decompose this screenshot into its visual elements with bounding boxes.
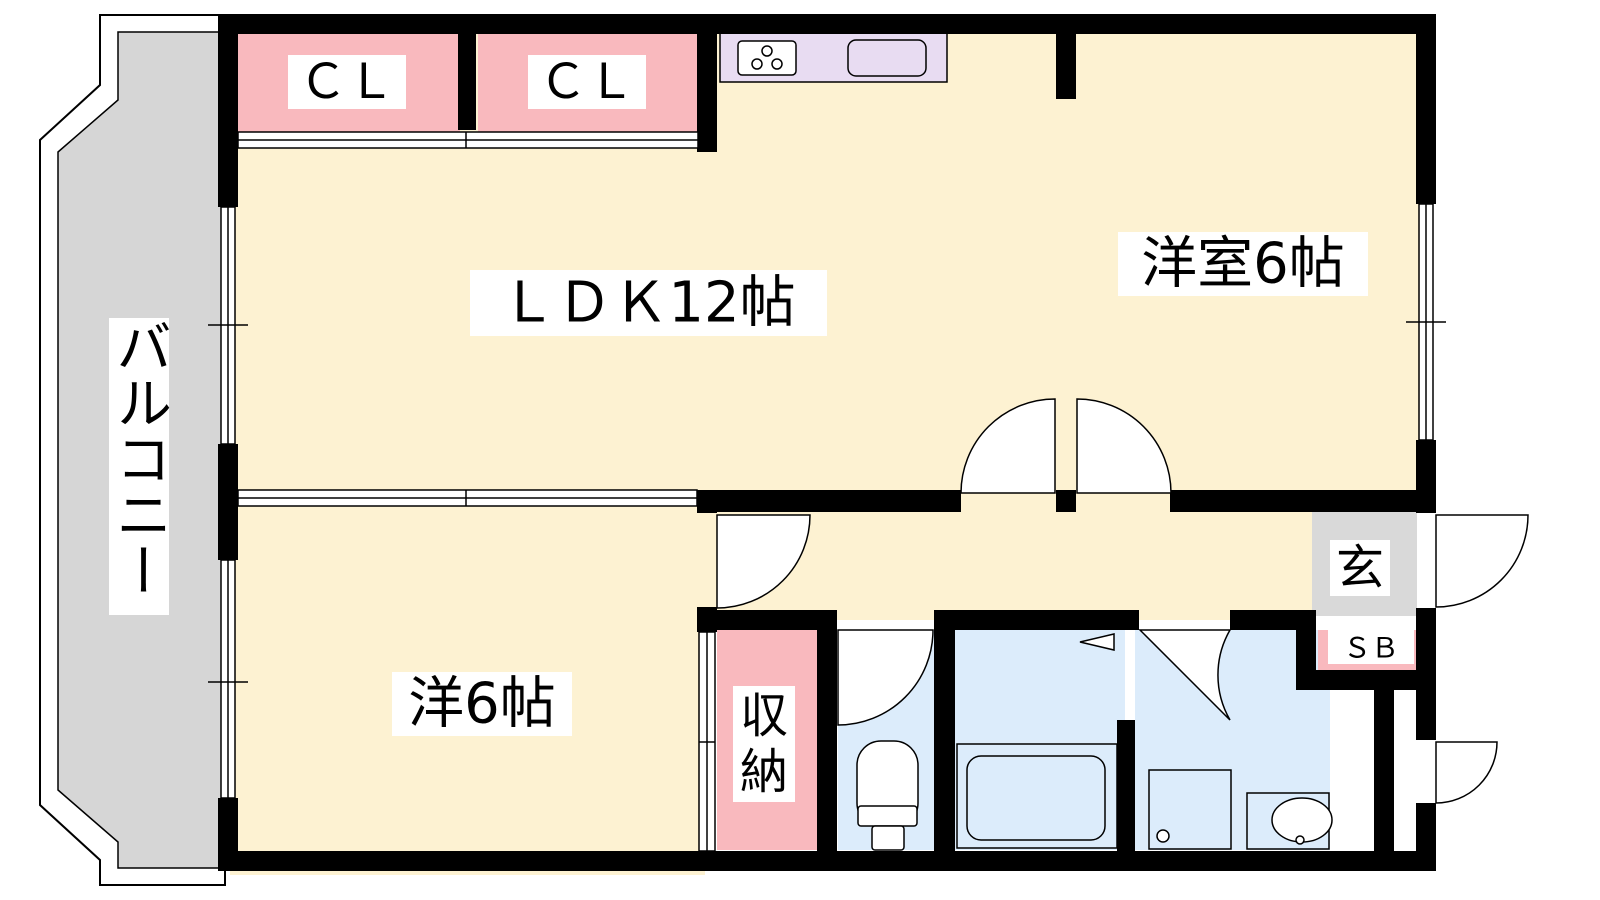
shoe-box-label: ＳＢ	[1343, 632, 1399, 665]
ldk-label: ＬＤＫ12帖	[500, 271, 795, 336]
closet-right-label-bg	[528, 55, 646, 109]
bathtub-icon	[956, 743, 1118, 849]
closet-left-label: ＣＬ	[299, 54, 395, 110]
kitchen-sink-icon	[847, 39, 927, 77]
swing-doors	[716, 398, 1529, 804]
western-room-right-label: 洋室6帖	[1141, 232, 1345, 297]
washbasin-icon	[1246, 792, 1333, 850]
storage-label-bg	[733, 686, 795, 802]
storage-label-line2: 納	[740, 744, 788, 800]
shoe-box-label-bg	[1328, 630, 1414, 664]
western-room-left-label: 洋6帖	[408, 672, 556, 737]
western-room-left-label-bg	[392, 672, 572, 736]
ldk-label-bg	[470, 270, 827, 336]
kitchen-stove-icon	[737, 40, 797, 76]
balcony-label-bg	[109, 318, 169, 615]
shower-head-icon	[1079, 633, 1115, 651]
balcony-label: バルコニー	[107, 318, 172, 598]
entrance-label-bg	[1330, 540, 1390, 596]
closet-left-label-bg	[288, 55, 406, 109]
entrance-label: 玄	[1336, 540, 1384, 596]
closet-right-label: ＣＬ	[539, 54, 635, 110]
walls	[218, 14, 1436, 871]
windows	[208, 203, 1446, 799]
sliding-doors	[237, 131, 716, 852]
washing-machine-icon	[1148, 769, 1232, 850]
storage-label-line1: 収	[740, 688, 788, 744]
toilet-icon	[856, 740, 919, 851]
western-room-right-label-bg	[1118, 232, 1368, 296]
